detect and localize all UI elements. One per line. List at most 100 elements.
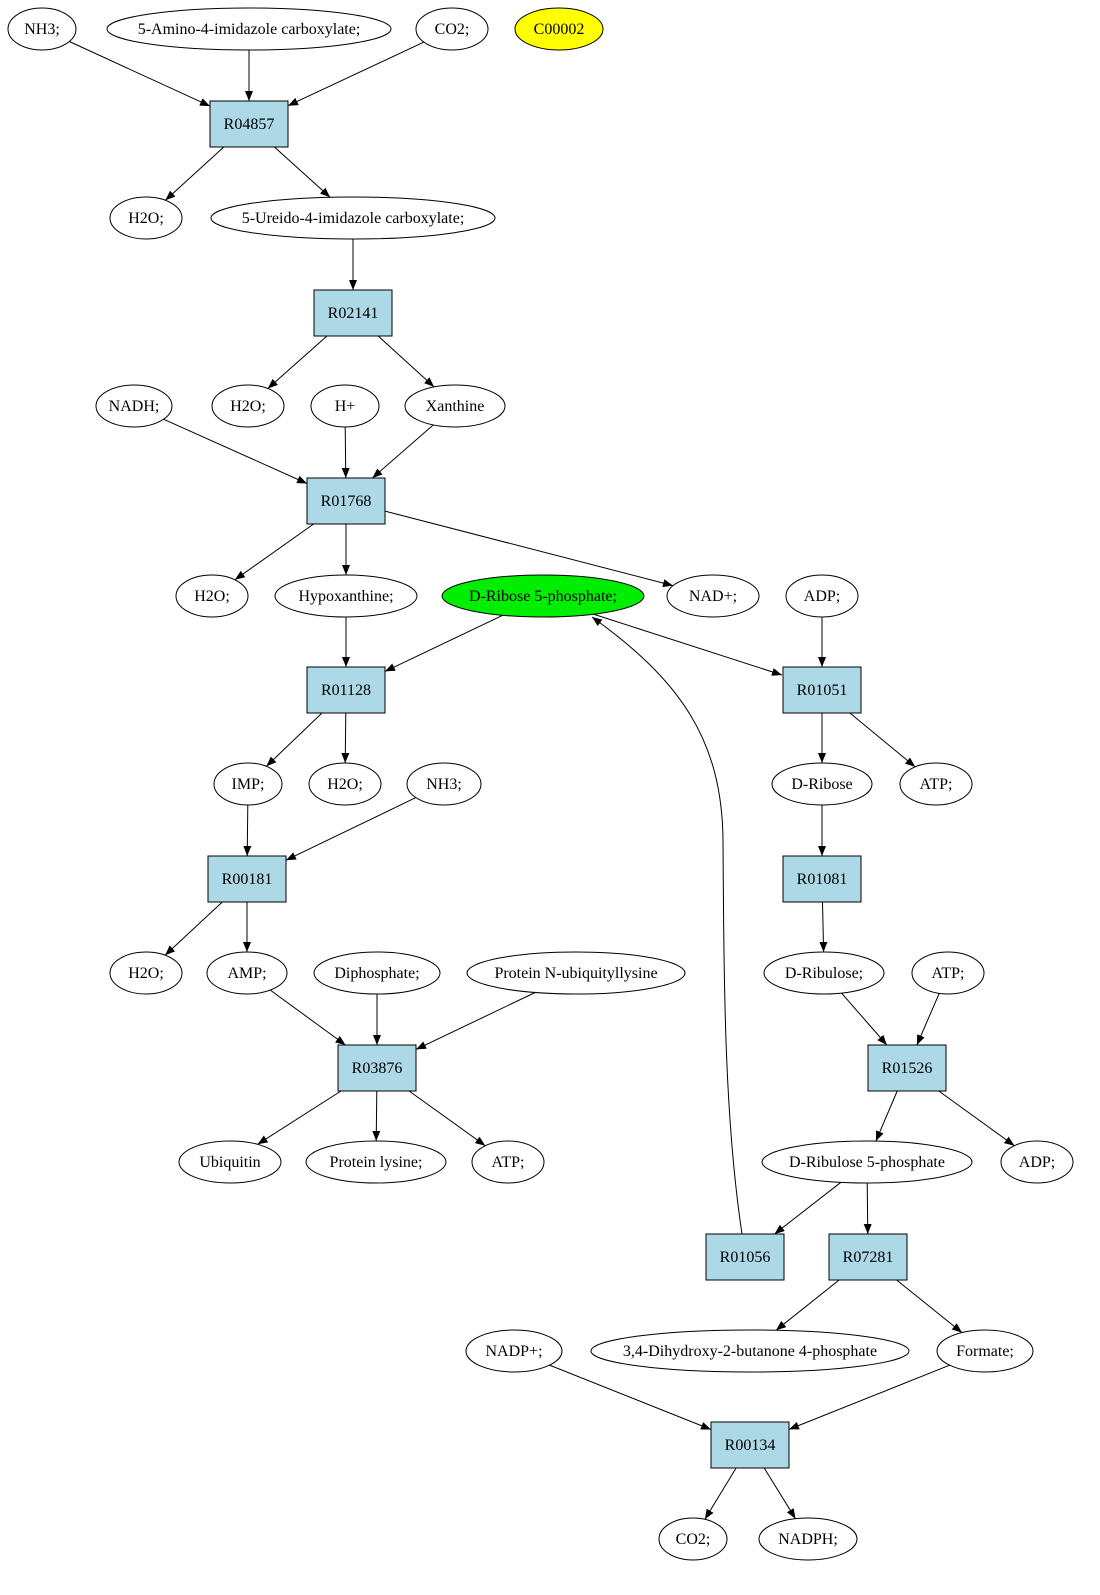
edge-nh3-b-to-r00181 [285, 797, 417, 861]
compound-node-h2o-e[interactable]: H2O; [109, 951, 183, 995]
reaction-node-r01056[interactable]: R01056 [705, 1233, 785, 1281]
reaction-box [306, 477, 386, 525]
edges-layer [69, 41, 1015, 1520]
compound-ellipse [466, 951, 686, 995]
node-label: H+ [335, 398, 356, 415]
edge-r01128-to-h2o-d [341, 712, 350, 764]
compound-node-co2-b[interactable]: CO2; [658, 1517, 728, 1561]
compound-ellipse [109, 951, 183, 995]
compound-ellipse [514, 7, 604, 51]
node-label: R02141 [328, 305, 379, 322]
compound-node-amino-imidazole[interactable]: 5-Amino-4-imidazole carboxylate; [106, 7, 392, 51]
node-label: Hypoxanthine; [298, 588, 393, 605]
compound-node-h2o-b[interactable]: H2O; [211, 384, 285, 428]
reaction-node-r01768[interactable]: R01768 [306, 477, 386, 525]
node-label: NADP+; [485, 1343, 542, 1360]
compound-node-h2o-c[interactable]: H2O; [175, 574, 249, 618]
edge-r01051-to-atp-a [849, 712, 916, 768]
compound-node-dribulose[interactable]: D-Ribulose; [763, 951, 885, 995]
compound-node-nh3-a[interactable]: NH3; [7, 7, 77, 51]
reaction-node-r01051[interactable]: R01051 [782, 666, 862, 714]
node-label: R01768 [321, 493, 372, 510]
edge-r01526-to-adp-b [938, 1090, 1015, 1147]
reaction-box [207, 855, 287, 903]
reaction-node-r00134[interactable]: R00134 [710, 1421, 790, 1469]
node-label: NH3; [426, 776, 462, 793]
node-label: NADH; [109, 398, 160, 415]
compound-node-h2o-d[interactable]: H2O; [308, 762, 382, 806]
node-label: C00002 [534, 21, 585, 38]
compound-node-protein-ubiq[interactable]: Protein N-ubiquityllysine [466, 951, 686, 995]
compound-node-ureido-imidazole[interactable]: 5-Ureido-4-imidazole carboxylate; [210, 196, 496, 240]
compound-node-h2o-a[interactable]: H2O; [109, 196, 183, 240]
edge-r01081-to-dribulose [819, 901, 828, 953]
edge-r00181-to-h2o-e [164, 901, 223, 956]
nodes-layer: NH3; 5-Amino-4-imidazole carboxylate; CO2;… [7, 7, 1074, 1561]
compound-node-amp[interactable]: AMP; [206, 951, 288, 995]
node-label: R07281 [843, 1249, 894, 1266]
compound-node-c00002[interactable]: C00002 [514, 7, 604, 51]
compound-node-hypoxanthine[interactable]: Hypoxanthine; [274, 574, 418, 618]
edge-ribose5p-to-r01051 [592, 613, 783, 676]
compound-node-adp-a[interactable]: ADP; [785, 574, 859, 618]
compound-node-co2-a[interactable]: CO2; [415, 7, 489, 51]
compound-node-diphosphate[interactable]: Diphosphate; [313, 951, 441, 995]
reaction-node-r04857[interactable]: R04857 [209, 100, 289, 148]
compound-ellipse [109, 196, 183, 240]
compound-node-imp[interactable]: IMP; [213, 762, 283, 806]
compound-ellipse [211, 384, 285, 428]
node-label: H2O; [230, 398, 266, 415]
compound-node-dribose[interactable]: D-Ribose [771, 762, 873, 806]
compound-node-formate[interactable]: Formate; [936, 1329, 1034, 1373]
compound-ellipse [761, 1140, 973, 1184]
edge-nh3-a-to-r04857 [69, 41, 211, 107]
edge-co2-a-to-r04857 [287, 41, 425, 107]
reaction-box [306, 666, 386, 714]
node-label: R01051 [797, 682, 848, 699]
compound-ellipse [313, 951, 441, 995]
edge-atp-b-to-r01526 [916, 993, 940, 1046]
compound-node-atp-a[interactable]: ATP; [899, 762, 973, 806]
node-label: ATP; [932, 965, 965, 982]
compound-node-ribose5p[interactable]: D-Ribose 5-phosphate; [441, 574, 645, 618]
compound-node-atp-c[interactable]: ATP; [471, 1140, 545, 1184]
compound-node-nadpplus[interactable]: NADP+; [465, 1329, 563, 1373]
reaction-box [209, 100, 289, 148]
reaction-box [782, 855, 862, 903]
reaction-node-r02141[interactable]: R02141 [313, 289, 393, 337]
compound-node-protein-lysine[interactable]: Protein lysine; [305, 1140, 447, 1184]
compound-ellipse [210, 196, 496, 240]
reaction-node-r01128[interactable]: R01128 [306, 666, 386, 714]
compound-ellipse [1000, 1140, 1074, 1184]
compound-node-atp-b[interactable]: ATP; [911, 951, 985, 995]
compound-node-xanthine[interactable]: Xanthine [404, 384, 506, 428]
node-label: ATP; [492, 1154, 525, 1171]
compound-node-ubiquitin[interactable]: Ubiquitin [178, 1140, 282, 1184]
edge-nadpplus-to-r00134 [549, 1364, 712, 1430]
compound-ellipse [911, 951, 985, 995]
reaction-node-r01081[interactable]: R01081 [782, 855, 862, 903]
edge-ribose5p-to-r01128 [384, 614, 503, 672]
compound-node-ribulose5p[interactable]: D-Ribulose 5-phosphate [761, 1140, 973, 1184]
reaction-node-r07281[interactable]: R07281 [828, 1233, 908, 1281]
node-label: H2O; [194, 588, 230, 605]
edge-ribulose5p-to-r01056 [774, 1181, 842, 1235]
compound-node-nh3-b[interactable]: NH3; [406, 762, 482, 806]
compound-ellipse [175, 574, 249, 618]
compound-node-adp-b[interactable]: ADP; [1000, 1140, 1074, 1184]
compound-node-hplus[interactable]: H+ [310, 384, 380, 428]
edge-r02141-to-h2o-b [267, 335, 328, 389]
node-label: R00181 [222, 871, 273, 888]
edge-r03876-to-ubiquitin [257, 1090, 342, 1145]
node-label: D-Ribulose 5-phosphate [789, 1154, 945, 1171]
reaction-node-r00181[interactable]: R00181 [207, 855, 287, 903]
compound-ellipse [763, 951, 885, 995]
compound-node-nadplus[interactable]: NAD+; [666, 574, 760, 618]
compound-node-dihydroxy[interactable]: 3,4-Dihydroxy-2-butanone 4-phosphate [590, 1329, 910, 1373]
reaction-node-r03876[interactable]: R03876 [337, 1044, 417, 1092]
compound-node-nadh[interactable]: NADH; [95, 384, 173, 428]
compound-node-nadph[interactable]: NADPH; [758, 1517, 858, 1561]
reaction-node-r01526[interactable]: R01526 [867, 1044, 947, 1092]
edge-r02141-to-xanthine [377, 335, 435, 388]
compound-ellipse [415, 7, 489, 51]
